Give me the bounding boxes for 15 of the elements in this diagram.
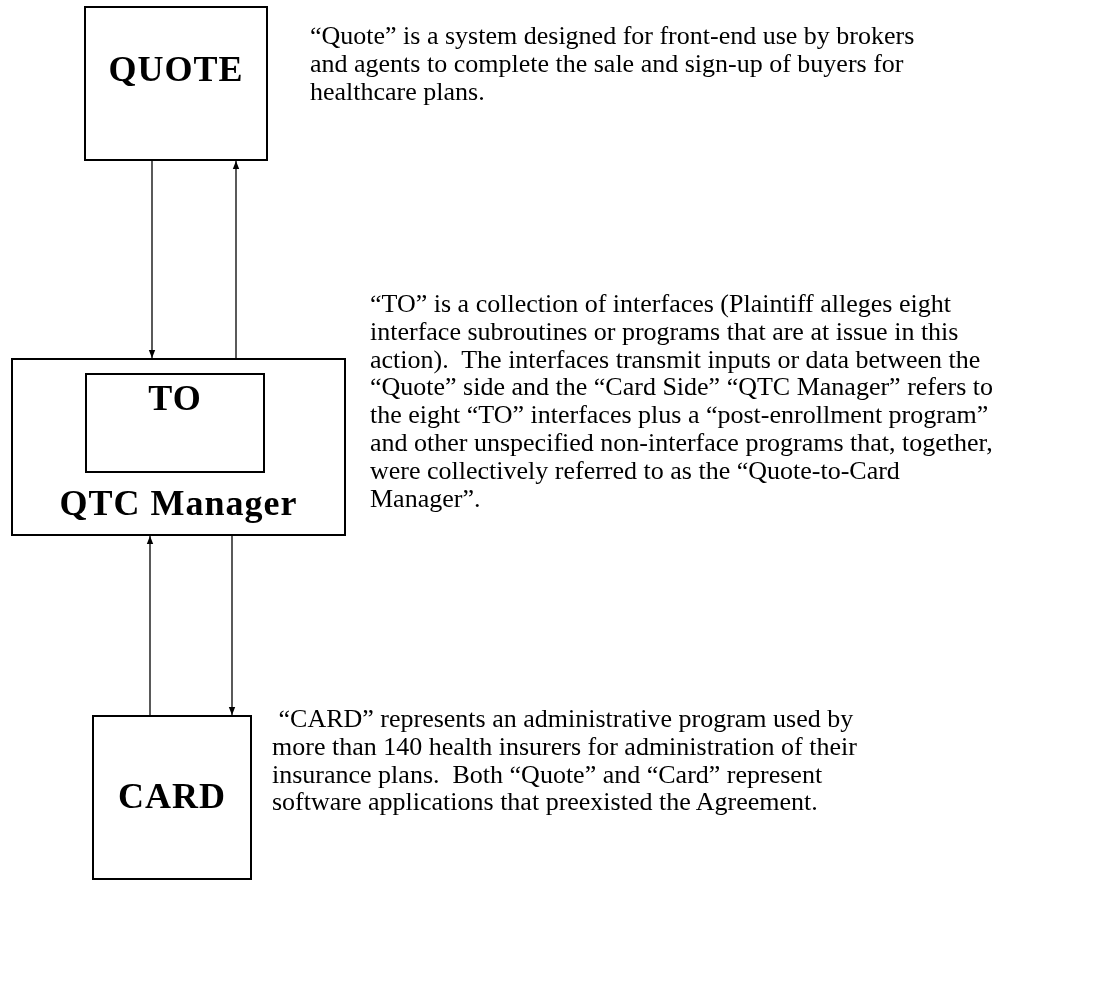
arrow: [146, 535, 154, 716]
description-text: “TO” is a collection of interfaces (Plaintiff alleges eight interface subroutines or programs that are at issue in this action). The interfaces transmit inputs or data between the “Quote” side and the “Card Side” “QTC Manager” refers to the eight “TO” interfaces plus a “post-enrollment program” and other unspecified non-interface programs that, together, were collectively referred to as the “Quote-to-Card Manager”.: [370, 290, 995, 513]
arrow: [148, 160, 156, 359]
process-box: [92, 715, 252, 880]
arrow: [228, 535, 236, 716]
box-label: QTC Manager: [58, 482, 299, 524]
box-label: CARD: [117, 775, 227, 817]
arrow: [232, 160, 240, 359]
process-box: [84, 6, 268, 161]
description-text: “Quote” is a system designed for front-end use by brokers and agents to complete the sale and sign-up of buyers for healthcare plans.: [310, 22, 916, 106]
box-label: QUOTE: [107, 48, 245, 90]
box-label: TO: [147, 377, 203, 419]
description-text: “CARD” represents an administrative program used by more than 140 health insurers for administration of their insurance plans. Both “Quote” and “Card” represent software applications that preexisted the Agreement.: [272, 705, 858, 817]
process-box: [11, 358, 346, 536]
inner-box: [85, 373, 265, 473]
